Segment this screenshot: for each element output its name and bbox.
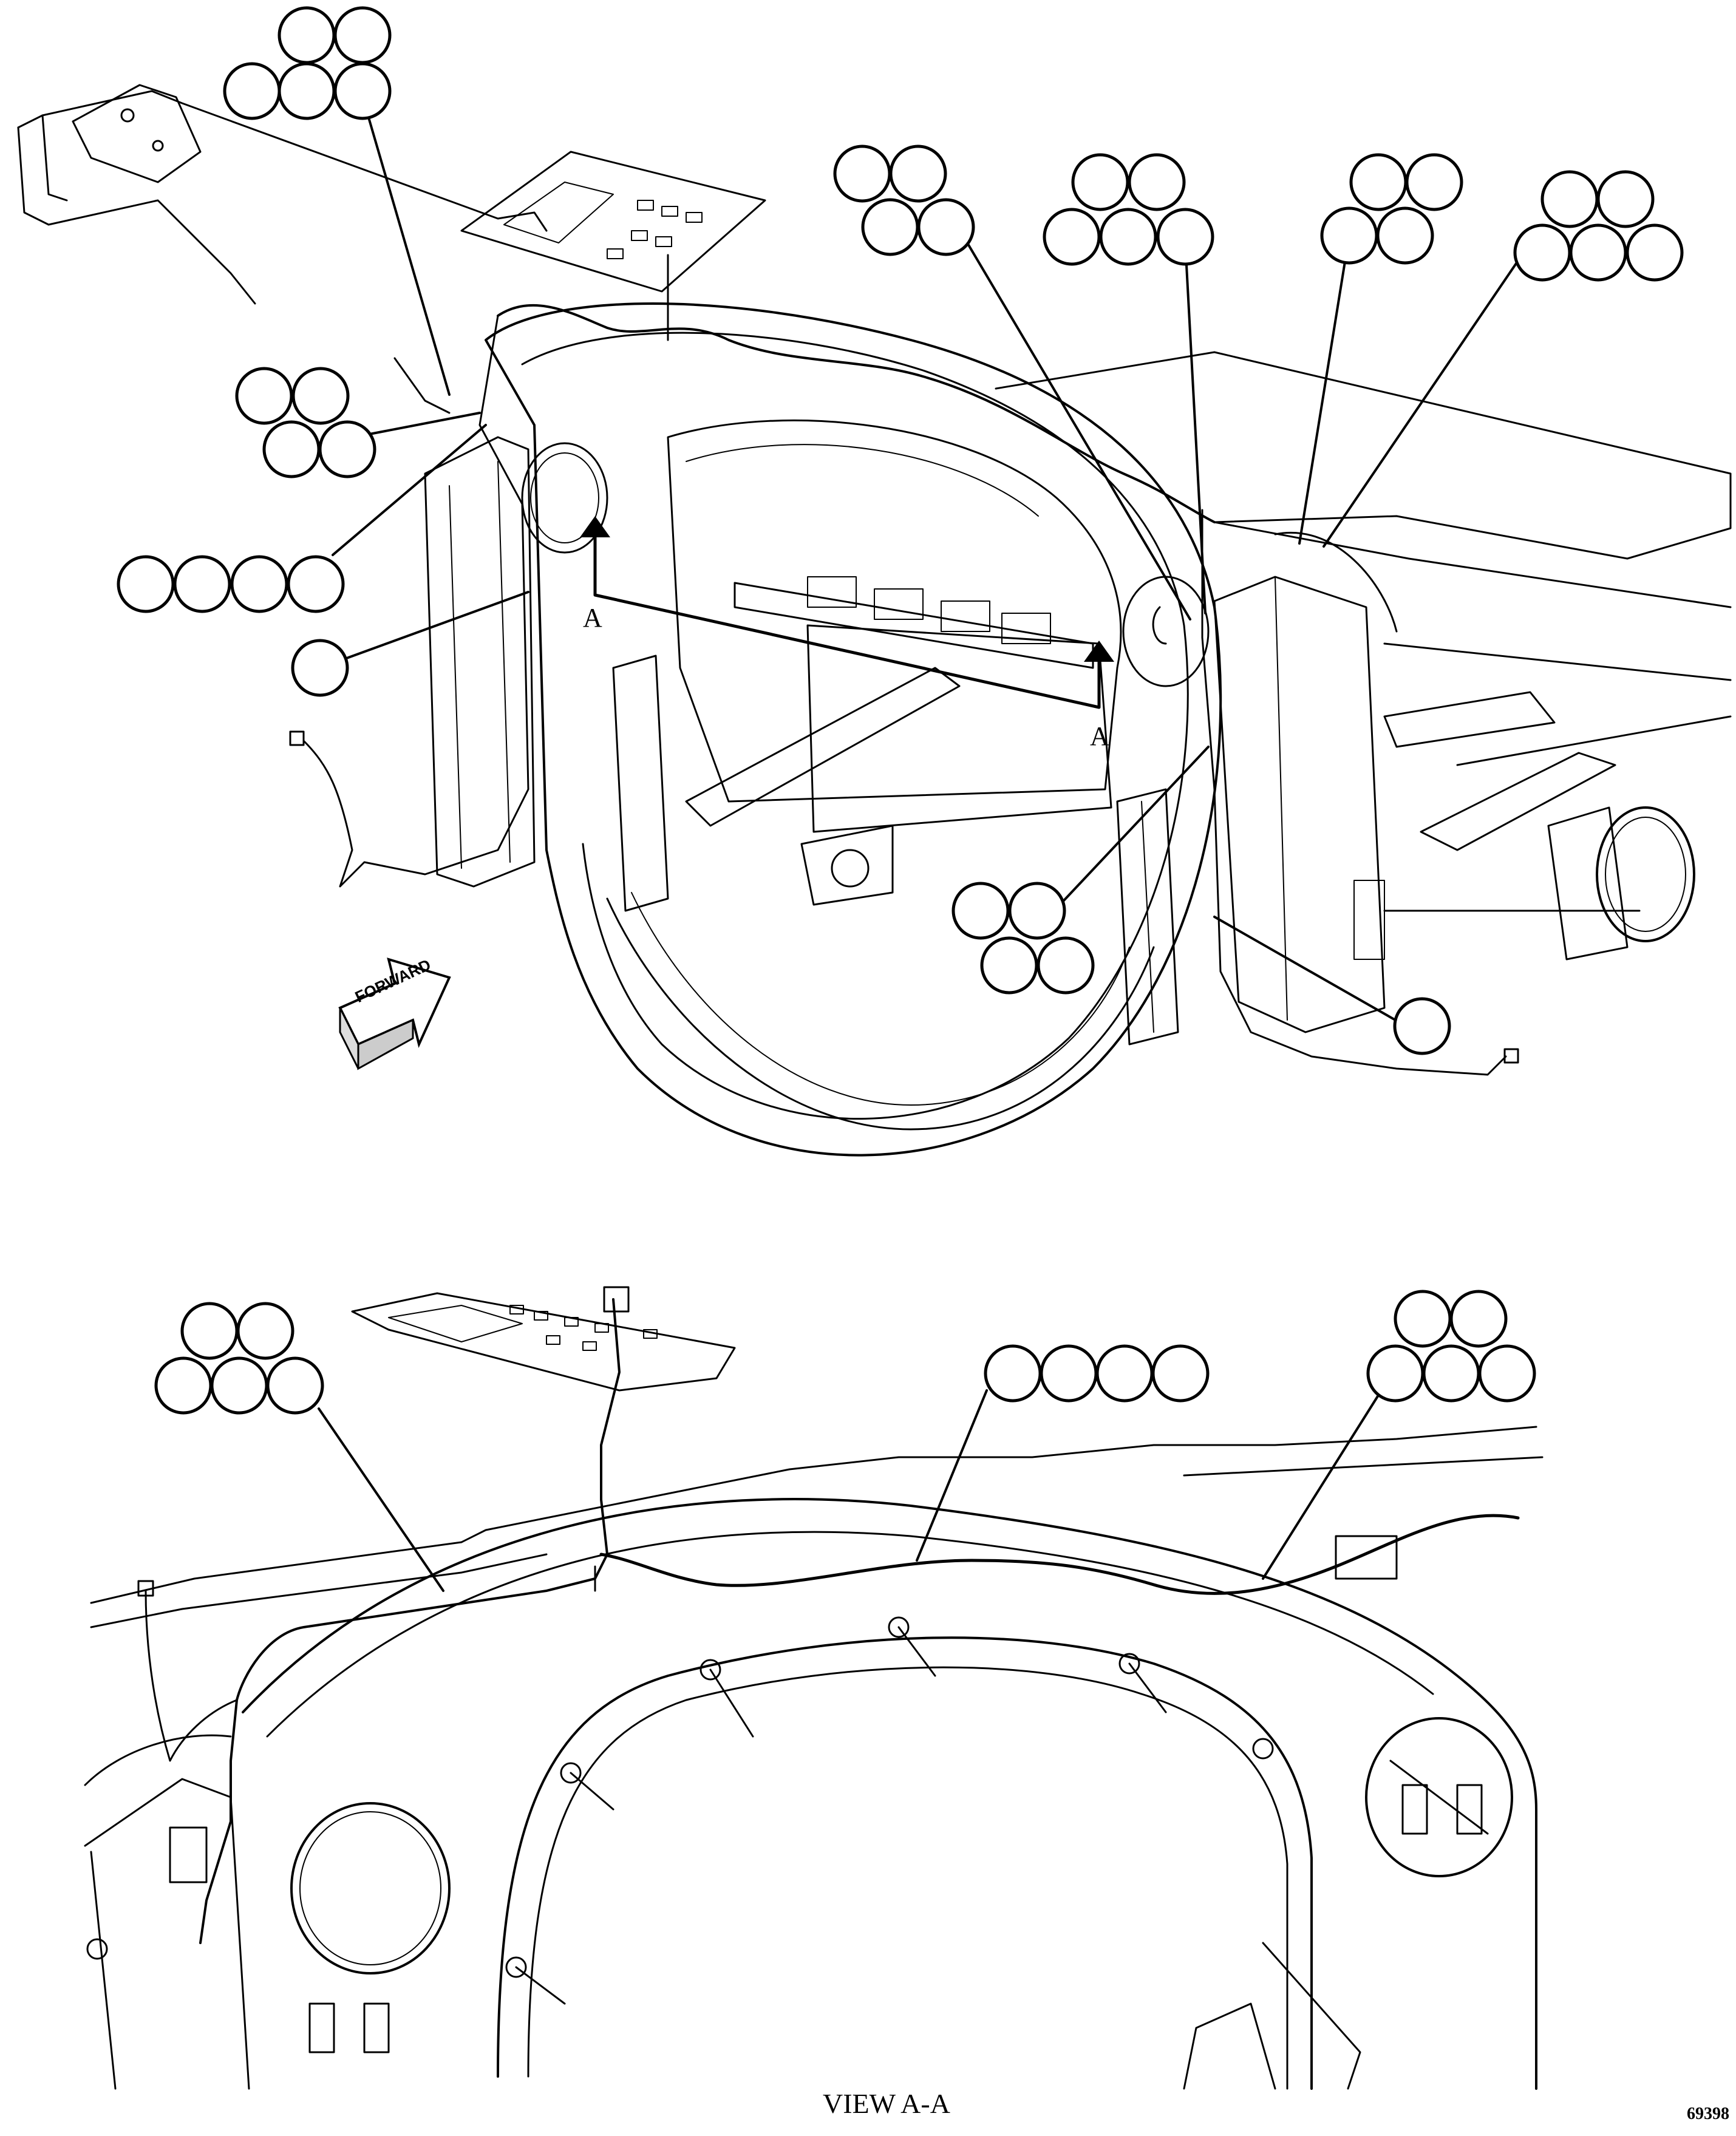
- find-number-balloon: [180, 1302, 239, 1360]
- balloon-group-g5: [833, 145, 975, 256]
- find-number-balloon: [1596, 170, 1655, 228]
- figure-number: 69398: [1687, 2104, 1729, 2123]
- find-number-balloon: [262, 420, 321, 478]
- find-number-balloon: [277, 62, 336, 120]
- section-marker-left: A: [583, 603, 602, 633]
- find-number-balloon: [1540, 170, 1599, 228]
- balloon-group-v2: [984, 1344, 1210, 1403]
- find-number-balloon: [291, 367, 350, 425]
- find-number-balloon: [833, 145, 891, 203]
- find-number-balloon: [1099, 208, 1157, 266]
- find-number-balloon: [210, 1356, 268, 1415]
- find-number-balloon: [235, 367, 293, 425]
- find-number-balloon: [1478, 1344, 1536, 1403]
- balloon-group-g3: [117, 555, 345, 613]
- balloon-group-v1: [154, 1302, 324, 1415]
- balloon-group-v3: [1366, 1290, 1536, 1403]
- find-number-balloon: [917, 198, 975, 256]
- find-number-balloon: [951, 882, 1010, 940]
- find-number-balloon: [230, 555, 288, 613]
- find-number-balloon: [1095, 1344, 1154, 1403]
- view-label: VIEW A-A: [823, 2088, 950, 2119]
- find-number-balloon: [117, 555, 175, 613]
- balloon-group-g2: [235, 367, 376, 478]
- section-marker-right: A: [1090, 721, 1109, 751]
- find-number-balloon: [1376, 206, 1434, 265]
- find-number-balloon: [223, 62, 281, 120]
- find-number-balloon: [318, 420, 376, 478]
- balloon-group-g1: [223, 6, 392, 120]
- find-number-balloon: [1513, 223, 1571, 282]
- balloon-group-g8: [1513, 170, 1684, 282]
- find-number-balloon: [1422, 1344, 1480, 1403]
- view-a-a-drawing: [84, 1286, 1544, 2090]
- find-number-balloon: [173, 555, 231, 613]
- find-number-balloon: [1156, 208, 1214, 266]
- find-number-balloon: [1151, 1344, 1210, 1403]
- find-number-balloon: [1394, 1290, 1452, 1348]
- find-number-balloon: [333, 6, 392, 64]
- find-number-balloon: [984, 1344, 1042, 1403]
- forward-arrow: [338, 957, 451, 1070]
- find-number-balloon: [291, 639, 349, 697]
- find-number-balloon: [1449, 1290, 1508, 1348]
- balloon-group-g4: [291, 639, 349, 697]
- find-number-balloon: [980, 936, 1038, 995]
- find-number-balloon: [889, 145, 947, 203]
- upper-leader-lines: [319, 114, 1531, 1021]
- find-number-balloon: [1366, 1344, 1425, 1403]
- find-number-balloon: [1625, 223, 1684, 282]
- find-number-balloon: [333, 62, 392, 120]
- balloon-group-g6: [1043, 153, 1214, 266]
- find-number-balloon: [1036, 936, 1095, 995]
- find-number-balloon: [1320, 206, 1378, 265]
- find-number-balloon: [236, 1302, 294, 1360]
- find-number-balloon: [861, 198, 919, 256]
- find-number-balloon: [1349, 153, 1408, 211]
- find-number-balloon: [266, 1356, 324, 1415]
- find-number-balloon: [1569, 223, 1627, 282]
- find-number-balloon: [154, 1356, 213, 1415]
- find-number-balloon: [1040, 1344, 1098, 1403]
- find-number-balloon: [1043, 208, 1101, 266]
- find-number-balloon: [287, 555, 345, 613]
- balloon-group-g10: [1393, 997, 1451, 1055]
- upper-isometric-view: [17, 84, 1732, 1157]
- balloon-group-g7: [1320, 153, 1463, 265]
- find-number-balloon: [277, 6, 336, 64]
- find-number-balloon: [1008, 882, 1066, 940]
- find-number-balloons: [117, 6, 1684, 1415]
- lower-leader-lines: [318, 1389, 1383, 1592]
- find-number-balloon: [1405, 153, 1463, 211]
- find-number-balloon: [1071, 153, 1129, 211]
- balloon-group-g9: [951, 882, 1095, 995]
- find-number-balloon: [1393, 997, 1451, 1055]
- find-number-balloon: [1128, 153, 1186, 211]
